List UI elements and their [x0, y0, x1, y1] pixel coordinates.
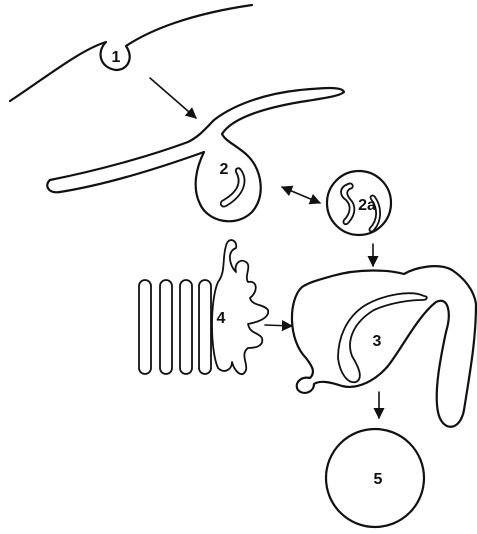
stage-3-late-endosome — [292, 266, 476, 427]
stage-1-membrane-pit — [10, 5, 252, 101]
label-2: 2 — [220, 161, 229, 178]
arrow-1-to-2 — [150, 78, 196, 118]
label-2a: 2a — [358, 197, 376, 214]
stage-2-early-endosome — [47, 88, 344, 221]
arrow-2-to-2a — [282, 187, 320, 203]
stage-4-golgi-stack — [139, 240, 268, 374]
label-1: 1 — [112, 49, 121, 66]
label-5: 5 — [374, 471, 383, 488]
label-3: 3 — [373, 333, 382, 350]
label-4: 4 — [217, 310, 226, 327]
arrow-4-to-3 — [265, 325, 292, 326]
